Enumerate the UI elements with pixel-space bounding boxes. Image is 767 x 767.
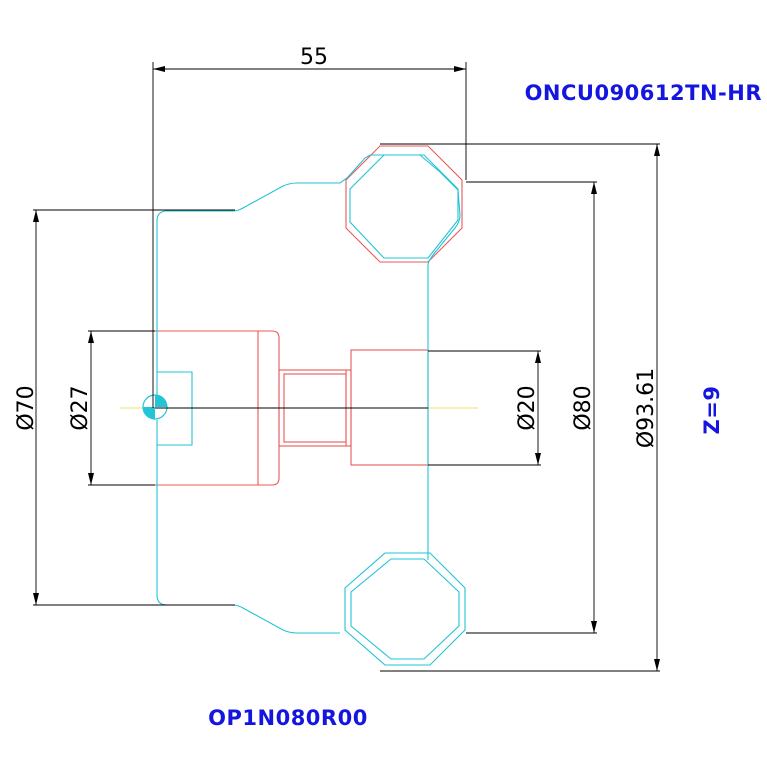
holder-outline [155,145,463,486]
dimension-lines [33,62,660,672]
insert-code-label: ONCU090612TN-HR [525,81,762,105]
dim-body-diameter: Ø70 [14,385,39,430]
dim-length: 55 [300,45,328,70]
dim-cutting-diameter: Ø80 [571,385,596,430]
cutter-code-label: OP1N080R00 [208,706,368,730]
dim-hub-diameter: Ø20 [515,385,540,430]
dim-bore-diameter: Ø27 [68,385,93,430]
dim-max-diameter: Ø93.61 [634,368,659,448]
tool-body-outline [142,154,466,666]
teeth-count-label: Z=9 [700,386,724,435]
